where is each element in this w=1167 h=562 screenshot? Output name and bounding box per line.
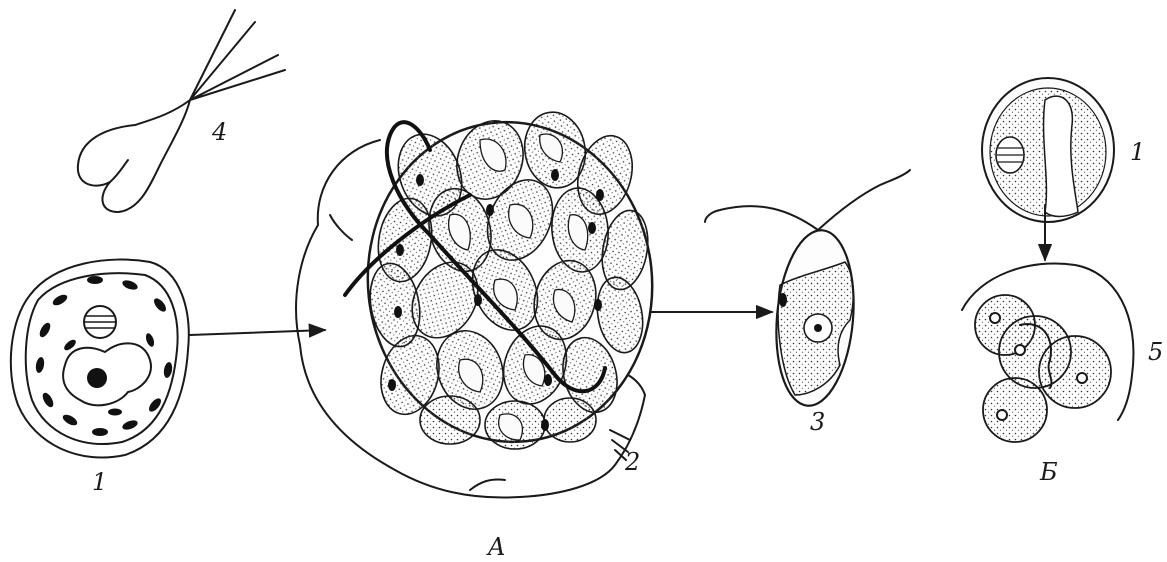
zoospore-3: [705, 170, 910, 409]
label-1-right: 1: [1130, 138, 1145, 166]
label-1-left: 1: [92, 468, 107, 496]
label-group-A: A: [486, 533, 505, 561]
label-3: 3: [810, 408, 825, 436]
label-4: 4: [211, 118, 227, 146]
flagellated-cell-4: [78, 10, 285, 212]
label-2: 2: [624, 448, 640, 476]
vegetative-cell-1: [11, 260, 189, 458]
cell-B1: [982, 78, 1114, 222]
cell-cluster-B5: [962, 263, 1133, 442]
label-group-B: Б: [1039, 458, 1058, 486]
sporangium-2: [296, 107, 668, 497]
label-5: 5: [1148, 338, 1163, 366]
arrow-1-to-2: [190, 330, 325, 335]
